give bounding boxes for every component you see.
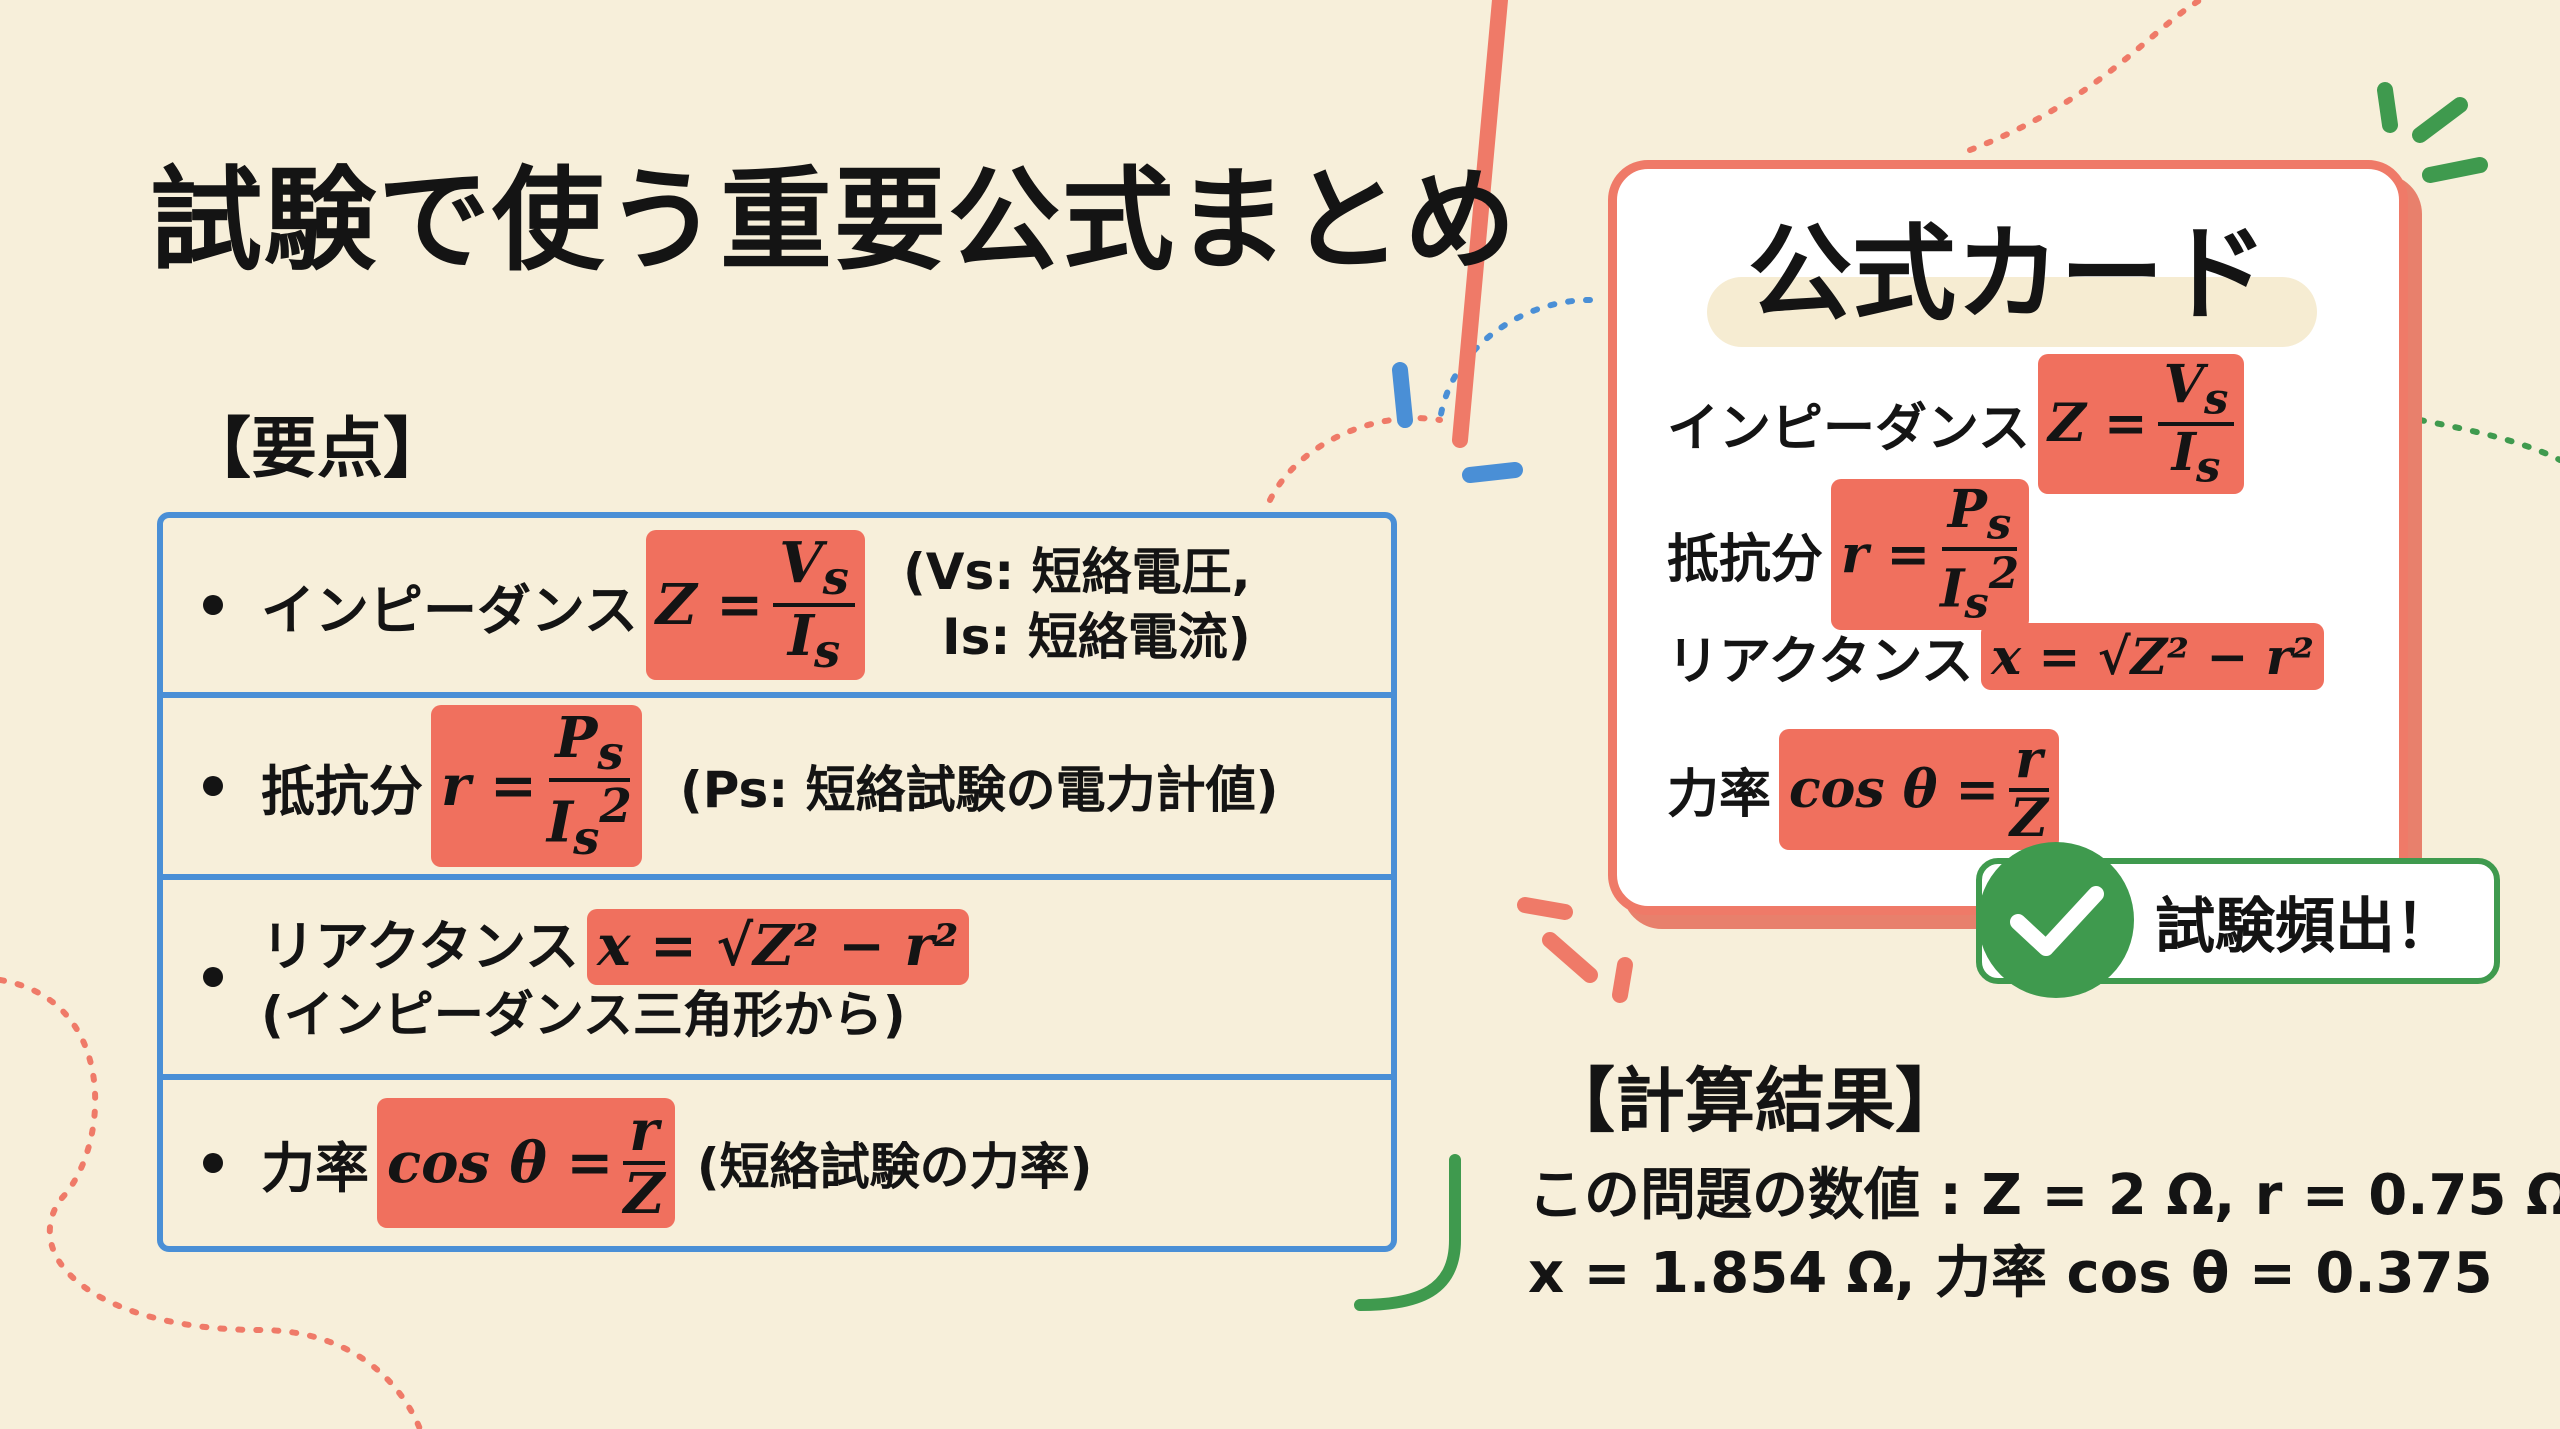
fraction: Ps Is2 (1940, 482, 2019, 629)
subscript: s (1986, 498, 2012, 550)
key-point-resistance: 抵抗分 r = Ps Is2 (Ps: 短絡試験の電力計値) (163, 698, 1391, 874)
denominator: I (787, 603, 815, 669)
key-points-box: インピーダンス Z = Vs Is (Vs: 短絡電圧, Is: 短絡電流) 抵… (157, 512, 1397, 1252)
card-title-background (1707, 277, 2317, 347)
key-point-label: 力率 (261, 1136, 369, 1200)
bullet-icon (203, 1153, 223, 1173)
formula-lhs: r = (1841, 524, 1931, 586)
row-divider (163, 692, 1391, 698)
formula-highlight: cos θ = r Z (377, 1098, 675, 1228)
results-heading: 【計算結果】 (1545, 1060, 1965, 1142)
key-points-heading: 【要点】 (185, 410, 449, 487)
fraction: Vs Is (773, 533, 855, 680)
numerator: r (2009, 732, 2049, 792)
formula-lhs: Z = (655, 572, 764, 638)
key-point-note: (Vs: 短絡電圧, Is: 短絡電流) (903, 540, 1251, 670)
numerator: V (2163, 354, 2204, 415)
subscript: s (822, 551, 849, 606)
denominator: I (2171, 421, 2196, 483)
subscript: s (814, 624, 841, 680)
card-row-power-factor: 力率 cos θ = r Z (1667, 729, 2067, 851)
card-row-impedance: インピーダンス Z = Vs Is (1667, 354, 2252, 494)
formula-lhs: r = (441, 753, 537, 819)
superscript: 2 (1988, 547, 2019, 599)
card-row-reactance: リアクタンス x = √Z² − r² (1667, 619, 2332, 694)
key-point-label: 抵抗分 (261, 759, 423, 823)
numerator: r (623, 1102, 665, 1165)
formula-highlight: Z = Vs Is (645, 529, 865, 681)
card-row-resistance: 抵抗分 r = Ps Is2 (1667, 479, 2037, 631)
bullet-icon (203, 776, 223, 796)
formula-highlight: r = Ps Is2 (431, 704, 642, 868)
results-line: x = 1.854 Ω, 力率 cos θ = 0.375 (1528, 1241, 2493, 1306)
note-line: (Vs: 短絡電圧, (902, 543, 1251, 601)
formula-highlight: x = √Z² − r² (587, 909, 969, 985)
subscript: s (573, 811, 600, 867)
key-point-label: インピーダンス (261, 578, 638, 642)
fraction: Ps Is2 (547, 709, 632, 863)
formula-highlight: x = √Z² − r² (1981, 623, 2325, 690)
denominator: I (1940, 558, 1965, 620)
subscript: s (597, 726, 624, 782)
key-point-note: (Ps: 短絡試験の電力計値) (679, 761, 1279, 819)
subscript: s (2195, 441, 2221, 493)
results-line: この問題の数値 : Z = 2 Ω, r = 0.75 Ω, (1528, 1163, 2560, 1228)
key-point-impedance: インピーダンス Z = Vs Is (Vs: 短絡電圧, Is: 短絡電流) (163, 518, 1391, 692)
numerator: P (555, 704, 598, 771)
formula-highlight: Z = Vs Is (2037, 354, 2245, 494)
formula-lhs: cos θ = (1789, 759, 2000, 821)
checkmark-icon (1978, 842, 2134, 998)
numerator: P (1947, 479, 1987, 540)
denominator: I (546, 789, 574, 856)
bullet-icon (203, 595, 223, 615)
note-line: Is: 短絡電流) (942, 608, 1251, 666)
page-title: 試験で使う重要公式まとめ (150, 156, 1518, 286)
formula-lhs: Z = (2047, 393, 2148, 455)
card-label: リアクタンス (1667, 632, 1974, 692)
key-point-power-factor: 力率 cos θ = r Z (短絡試験の力率) (163, 1080, 1391, 1246)
denominator: Z (623, 1161, 665, 1227)
card-label: 抵抗分 (1667, 530, 1824, 591)
fraction: r Z (623, 1102, 665, 1224)
formula-card: 公式カード インピーダンス Z = Vs Is 抵抗分 r = Ps Is2 リ… (1608, 160, 2408, 915)
badge-label: 試験頻出！ (2155, 892, 2455, 962)
subscript: s (1964, 577, 1989, 629)
key-point-reactance: リアクタンス x = √Z² − r² (インピーダンス三角形から) (163, 880, 1391, 1074)
key-point-label: リアクタンス (261, 914, 580, 978)
fraction: r Z (2009, 732, 2049, 849)
card-label: インピーダンス (1667, 399, 2030, 460)
superscript: 2 (599, 779, 632, 835)
formula-lhs: cos θ = (387, 1130, 614, 1196)
key-point-note: (インピーダンス三角形から) (261, 985, 906, 1044)
card-title: 公式カード (1747, 213, 2268, 335)
card-label: 力率 (1667, 765, 1772, 826)
key-point-text: リアクタンス x = √Z² − r² (インピーダンス三角形から) (261, 909, 977, 1044)
bullet-icon (203, 967, 223, 987)
key-point-note: (短絡試験の力率) (696, 1138, 1093, 1196)
denominator: Z (2009, 787, 2048, 849)
numerator: V (779, 529, 823, 596)
formula-highlight: cos θ = r Z (1779, 729, 2059, 851)
formula-highlight: r = Ps Is2 (1831, 479, 2029, 631)
row-divider (163, 874, 1391, 880)
subscript: s (2203, 373, 2229, 425)
fraction: Vs Is (2157, 357, 2235, 493)
row-divider (163, 1074, 1391, 1080)
